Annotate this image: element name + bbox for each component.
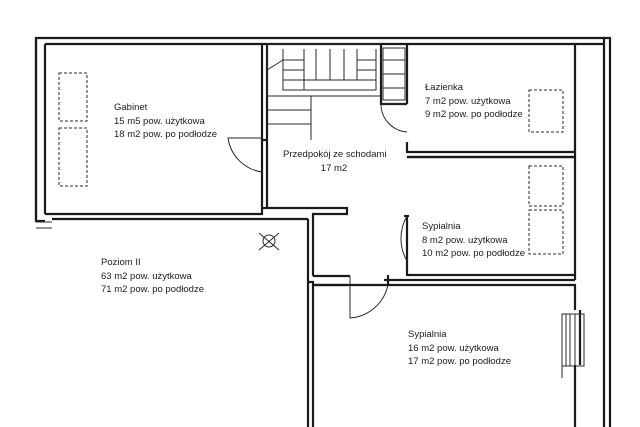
room-label-gabinet: Gabinet 15 m5 pow. użytkowa 18 m2 pow. p… <box>114 101 217 142</box>
room-label-lazienka: Łazienka 7 m2 pow. użytkowa 9 m2 pow. po… <box>425 81 523 122</box>
room-name: Łazienka <box>425 82 464 93</box>
roof-window-icon <box>528 165 564 255</box>
lazienka-door <box>380 103 408 133</box>
stairs-icon <box>266 43 382 140</box>
room-label-sypialnia-small: Sypialnia 8 m2 pow. użytkowa 10 m2 pow. … <box>422 220 525 261</box>
level-name: Poziom II <box>101 257 141 268</box>
floor-area: 9 m2 pow. po podłodze <box>425 109 523 120</box>
floor-area: 10 m2 pow. po podłodze <box>422 248 525 259</box>
room-name: Sypialnia <box>422 221 461 232</box>
sypialnia-large-walls <box>313 283 582 427</box>
sypialnia-large-door <box>349 276 389 319</box>
dormer-window-icon <box>561 313 585 378</box>
floor-area: 18 m2 pow. po podłodze <box>114 129 217 140</box>
room-name: Sypialnia <box>408 329 447 340</box>
room-label-sypialnia-large: Sypialnia 16 m2 pow. użytkowa 17 m2 pow.… <box>408 328 511 369</box>
sypialnia-small-walls <box>391 155 577 282</box>
room-name: Przedpokój ze schodami <box>283 149 387 160</box>
gabinet-door <box>227 137 263 173</box>
floor-area: 71 m2 pow. po podłodze <box>101 284 204 295</box>
usable-area: 15 m5 pow. użytkowa <box>114 115 205 127</box>
room-area: 17 m2 <box>320 162 348 174</box>
compass-icon <box>258 232 280 251</box>
floor-area: 17 m2 pow. po podłodze <box>408 356 511 367</box>
room-label-przedpokoj: Przedpokój ze schodami 17 m2 <box>283 148 387 175</box>
usable-area: 8 m2 pow. użytkowa <box>422 234 508 246</box>
sypialnia-small-door <box>400 215 408 262</box>
usable-area: 7 m2 pow. użytkowa <box>425 95 511 107</box>
roof-window-icon <box>58 72 88 187</box>
usable-area: 63 m2 pow. użytkowa <box>101 270 192 282</box>
roof-window-icon <box>528 89 564 133</box>
room-name: Gabinet <box>114 102 148 113</box>
usable-area: 16 m2 pow. użytkowa <box>408 342 499 354</box>
hallway-walls <box>52 206 391 427</box>
level-label: Poziom II 63 m2 pow. użytkowa 71 m2 pow.… <box>101 256 204 297</box>
